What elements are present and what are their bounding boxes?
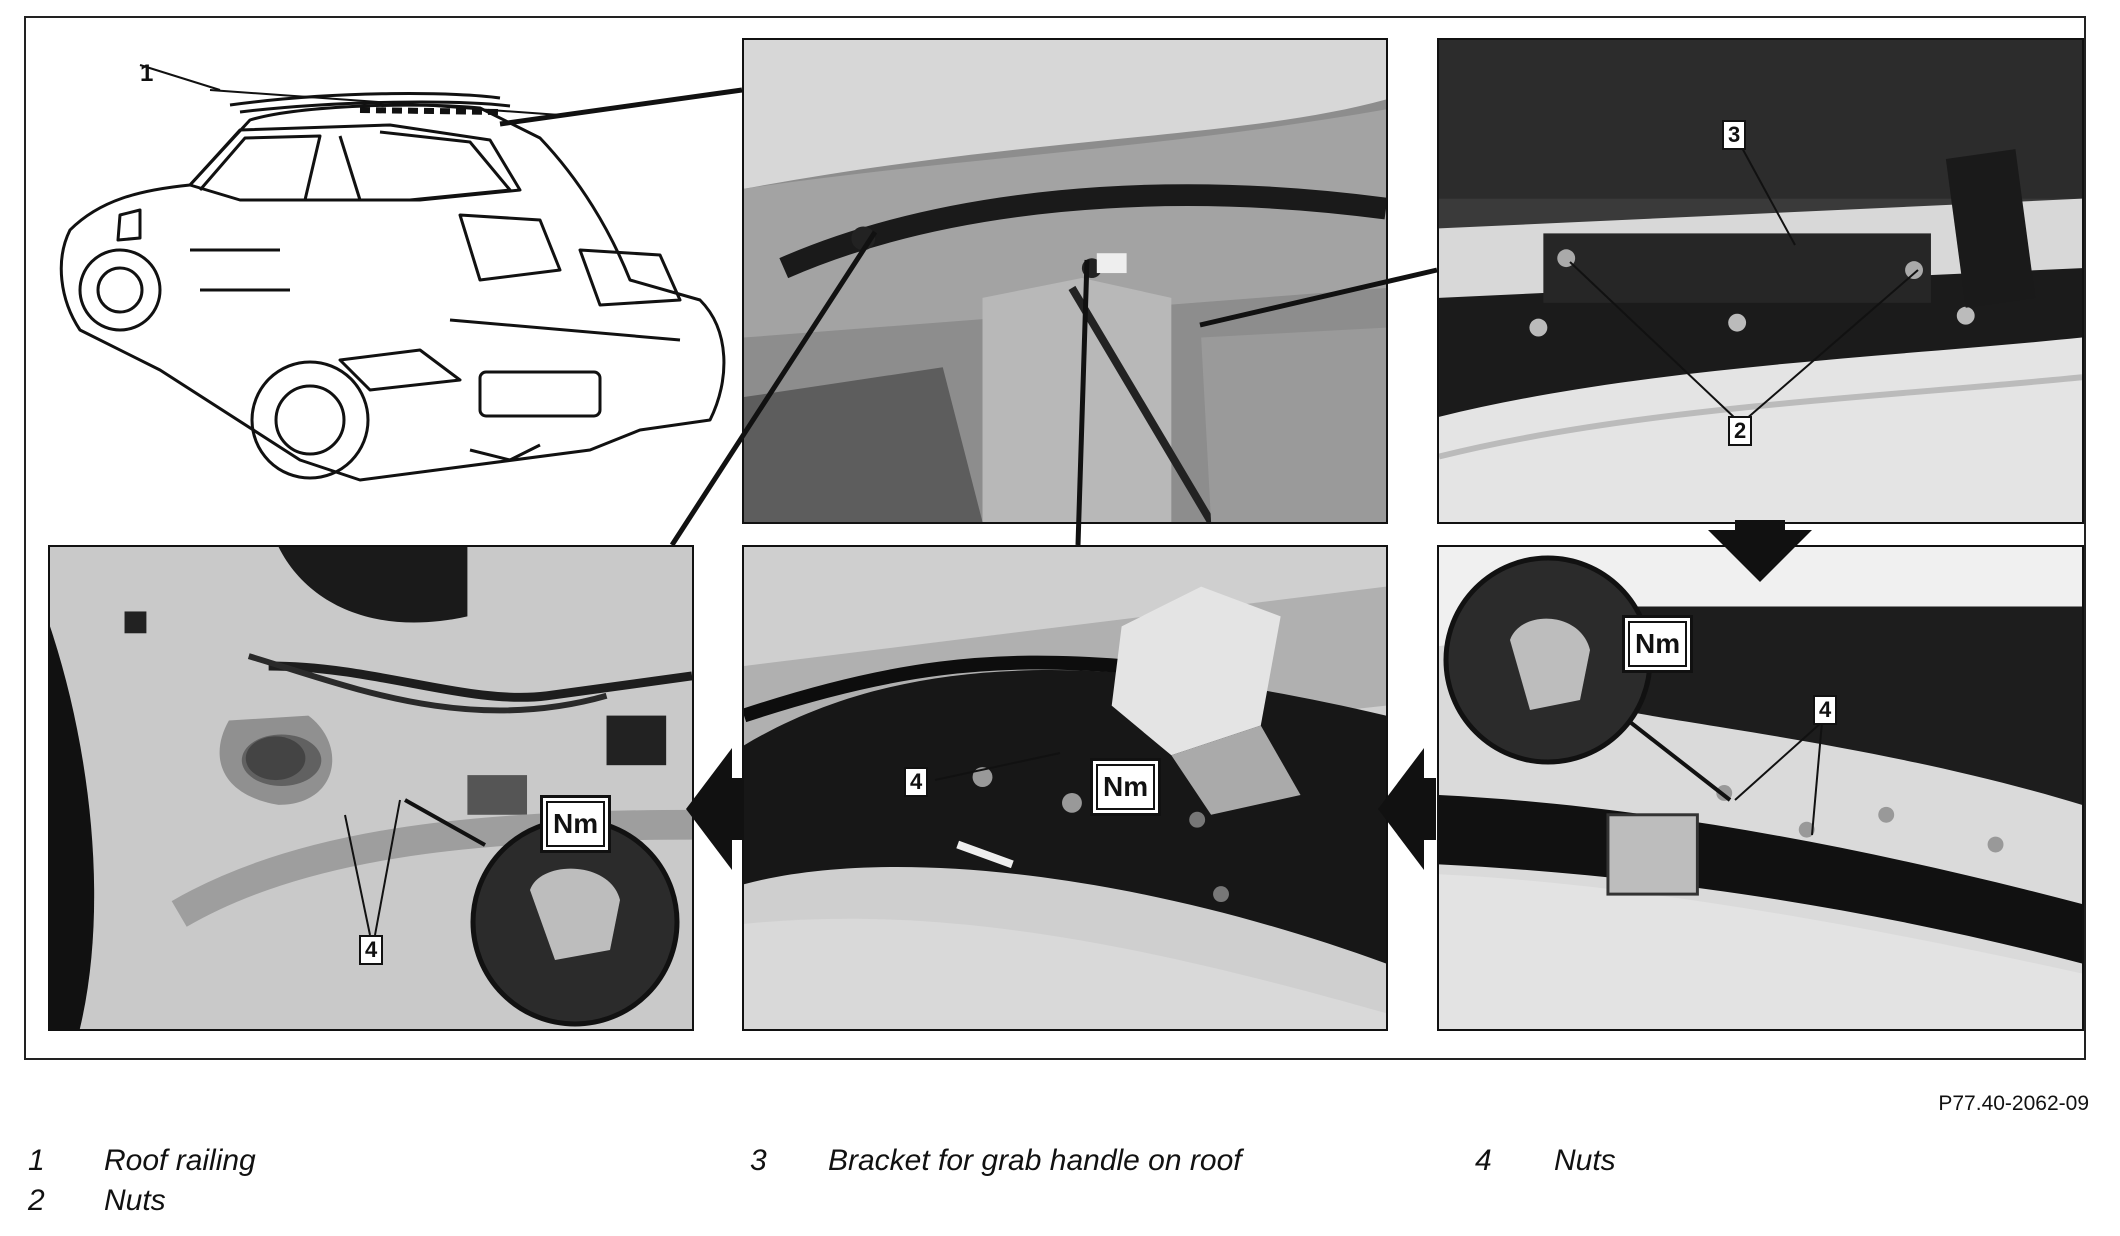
callout-4-center: 4 (904, 767, 929, 797)
photo-top-right (1437, 38, 2084, 524)
legend-num-3: 3 (750, 1144, 767, 1177)
callout-2: 2 (1728, 416, 1753, 446)
legend-text-3: Bracket for grab handle on roof (828, 1144, 1242, 1177)
photo-top-center (742, 38, 1388, 524)
callout-4-left: 4 (359, 935, 384, 965)
legend-num-4: 4 (1475, 1144, 1492, 1177)
legend-text-4: Nuts (1554, 1144, 1616, 1177)
callout-3: 3 (1722, 120, 1747, 150)
callout-1: 1 (140, 60, 154, 87)
legend-num-2: 2 (28, 1184, 45, 1217)
photo-bottom-right (1437, 545, 2084, 1031)
legend-text-2: Nuts (104, 1184, 166, 1217)
legend-text-1: Roof railing (104, 1144, 256, 1177)
torque-symbol-left: Nm (540, 795, 612, 853)
car-illustration: 1 (40, 50, 730, 500)
torque-symbol-center: Nm (1090, 758, 1162, 816)
legend-num-1: 1 (28, 1144, 45, 1177)
figure-id: P77.40-2062-09 (1938, 1092, 2089, 1115)
photo-bottom-center (742, 545, 1388, 1031)
callout-4-right: 4 (1813, 695, 1838, 725)
torque-symbol-right: Nm (1622, 615, 1694, 673)
